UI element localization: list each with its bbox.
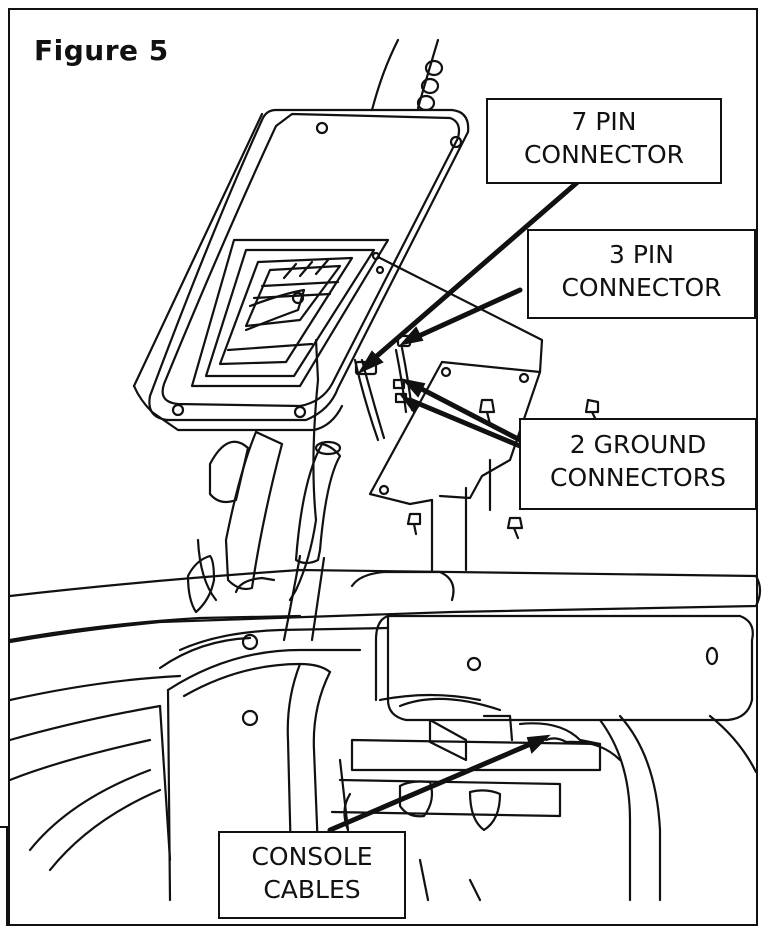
base-frame <box>28 648 758 902</box>
callout-line: CONSOLE <box>251 842 373 871</box>
leader-arrows <box>327 177 583 833</box>
callout-ground-connectors: 2 GROUND CONNECTORS <box>519 418 757 510</box>
callout-line: 2 GROUND <box>569 430 707 459</box>
callout-line: 3 PIN <box>608 240 674 269</box>
callout-line: CONNECTOR <box>561 273 722 302</box>
shroud-cover <box>8 568 762 862</box>
page-edge-mark <box>0 826 8 926</box>
figure-title: Figure 5 <box>34 34 169 67</box>
callout-line: 7 PIN <box>571 107 637 136</box>
callout-console-cables: CONSOLE CABLES <box>218 831 406 919</box>
callout-line: CONNECTOR <box>523 140 685 169</box>
callout-line: CABLES <box>263 875 361 904</box>
console-body <box>132 108 470 432</box>
mounting-bracket <box>368 256 600 572</box>
callout-line: CONNECTORS <box>550 463 726 492</box>
upright-post <box>370 38 444 112</box>
callout-3-pin-connector: 3 PIN CONNECTOR <box>527 229 756 319</box>
callout-7-pin-connector: 7 PIN CONNECTOR <box>486 98 722 184</box>
handlebars <box>186 338 342 642</box>
